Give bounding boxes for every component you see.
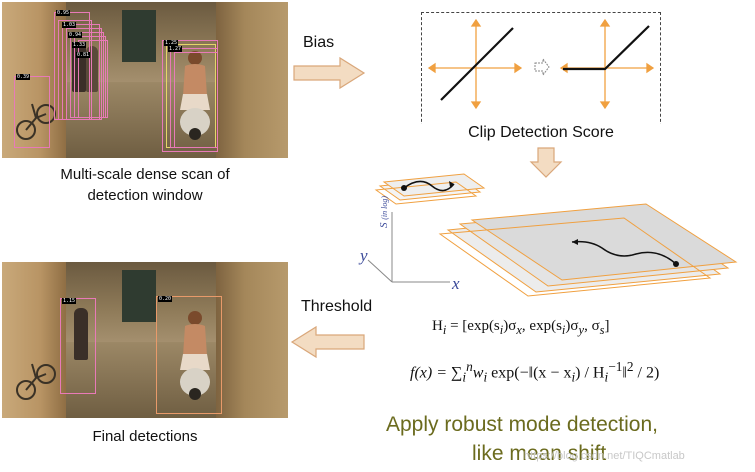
formula-part: , σ [584, 318, 600, 334]
scooter-rider [180, 51, 210, 140]
formula-part: w [472, 364, 484, 382]
doorway [122, 270, 156, 322]
threshold-arrow-icon [290, 325, 365, 359]
formula-part: ] [604, 318, 610, 334]
clip-score-caption: Clip Detection Score [420, 124, 662, 142]
scale-space-diagram [367, 173, 738, 297]
caption-line: detection window [87, 187, 203, 204]
h-subscript: i [442, 323, 447, 337]
watermark: https://blog.csdn.net/TIQCmatlab [524, 450, 685, 462]
formula-part: ‖ [622, 364, 627, 382]
doorway [122, 10, 156, 62]
dense-scan-photo: 0.95 1.03 0.94 1.25 1.27 1.33 0.39 0.81 [2, 2, 288, 158]
bias-arrow-icon [293, 56, 366, 90]
score-label: 0.95 [56, 10, 71, 16]
detection-box [174, 52, 218, 148]
h-symbol: H [432, 318, 443, 334]
bandwidth-formula: Hi = [exp(si)σx, exp(si)σy, σs] [432, 318, 610, 337]
score-label: 1.25 [164, 40, 179, 46]
detection-box [78, 40, 108, 118]
bias-label: Bias [303, 34, 335, 51]
final-detection-box [60, 298, 96, 394]
formula-part: f(x) = ∑ [410, 364, 463, 382]
axis-y-label: y [360, 246, 368, 265]
score-label: 0.94 [68, 32, 83, 38]
down-arrow-icon [529, 147, 563, 178]
clip-score-graphs [427, 18, 655, 110]
score-label: 1.03 [62, 22, 77, 28]
formula-part: = [exp(s [450, 318, 500, 334]
score-label: 0.81 [76, 52, 91, 58]
final-detections-caption: Final detections [92, 428, 198, 445]
formula-part: / 2) [633, 364, 660, 382]
axis-s-text: S [378, 222, 390, 229]
formula-part: exp(−‖(x − x [487, 364, 572, 382]
score-label: 0.20 [158, 296, 173, 302]
bicycle-icon [16, 363, 56, 400]
formula-part: )σ [565, 318, 579, 334]
detection-box [14, 76, 50, 148]
detection-box [66, 28, 102, 120]
axis-s-label: S (in log) [378, 196, 390, 228]
scooter-rider [180, 311, 210, 400]
pedestrian [74, 308, 88, 360]
conclusion-line-2: like mean shift [472, 442, 607, 465]
formula-part: , exp(s [521, 318, 562, 334]
final-detection-box [156, 296, 222, 414]
score-label: 1.27 [168, 46, 183, 52]
axis-s-note: (in log) [380, 195, 389, 220]
threshold-label: Threshold [301, 298, 373, 315]
score-label: 1.33 [72, 42, 87, 48]
formula-part: ) / H [575, 364, 605, 382]
bicycle-icon [16, 103, 56, 140]
caption-line: Multi-scale dense scan of [60, 166, 230, 183]
score-label: 1.15 [62, 298, 77, 304]
formula-part: )σ [503, 318, 517, 334]
score-label: 0.39 [16, 74, 31, 80]
right-wall [216, 262, 288, 418]
density-formula: f(x) = ∑inwi exp(−‖(x − xi) / Hi−1‖2 / 2… [410, 359, 660, 385]
final-detections-photo: 1.15 0.20 [2, 262, 288, 418]
dense-scan-caption: Multi-scale dense scan of detection wind… [2, 164, 288, 206]
axis-x-label: x [452, 274, 460, 293]
conclusion-line-1: Apply robust mode detection, [386, 413, 658, 436]
right-wall [216, 2, 288, 158]
